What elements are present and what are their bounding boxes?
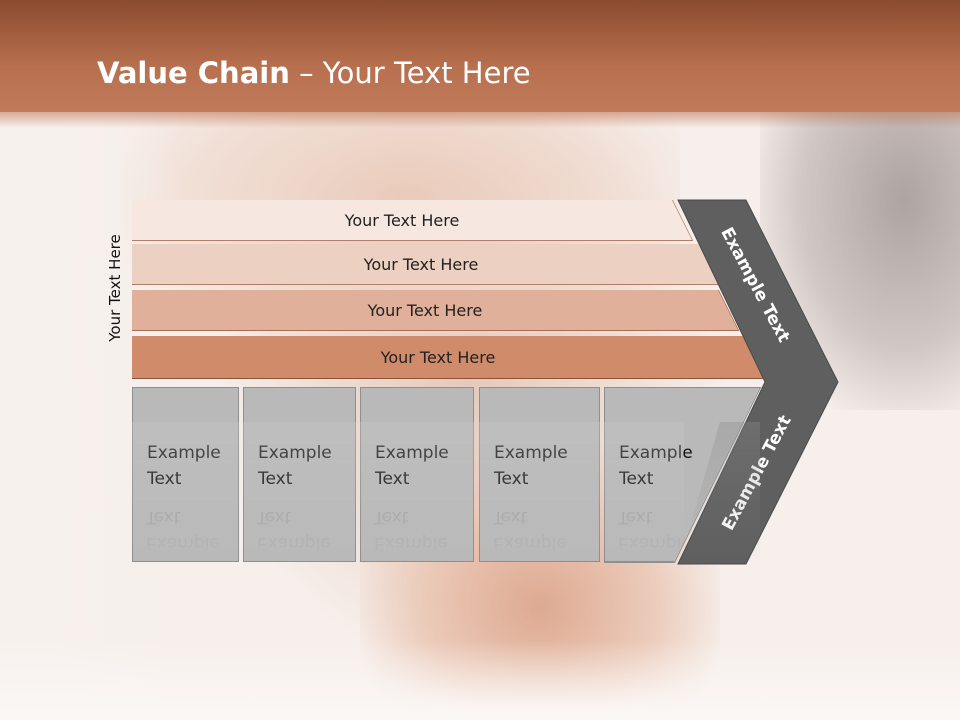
title-bold: Value Chain (97, 56, 290, 90)
reflect-chevron (680, 422, 760, 562)
title-rest: – Your Text Here (289, 56, 531, 90)
box-2-line1: Example (258, 440, 355, 466)
box-1-line2: Text (147, 466, 238, 492)
primary-activity-bar-1[interactable]: Your Text Here (132, 200, 692, 240)
box-5-line1: Example (619, 440, 759, 466)
box-4-line2: Text (494, 466, 599, 492)
reflect-2-line2: Text (257, 507, 292, 527)
box-3-line2: Text (375, 466, 473, 492)
bar-1-label: Your Text Here (344, 210, 460, 230)
support-box-1[interactable]: Example Text (132, 387, 239, 562)
header-fade (0, 112, 960, 128)
box-1-line1: Example (147, 440, 238, 466)
box-2-line2: Text (258, 466, 355, 492)
primary-activity-bar-2[interactable]: Your Text Here (132, 244, 730, 284)
support-box-2[interactable]: Example Text (243, 387, 356, 562)
reflect-4-line2: Text (493, 507, 528, 527)
reflect-1-line1: Example (146, 533, 220, 553)
support-box-4[interactable]: Example Text (479, 387, 600, 562)
reflect-3-line1: Example (374, 533, 448, 553)
box-5-line2: Text (619, 466, 759, 492)
primary-activity-bar-3[interactable]: Your Text Here (132, 290, 738, 330)
bar-2-label: Your Text Here (363, 254, 479, 274)
reflect-2-line1: Example (257, 533, 331, 553)
box-3-line1: Example (375, 440, 473, 466)
primary-activity-bar-4[interactable]: Your Text Here (132, 336, 764, 378)
reflect-5-line2: Text (618, 507, 653, 527)
reflect-3-line2: Text (374, 507, 409, 527)
reflect-5-line1: Example (618, 533, 692, 553)
reflect-1-line2: Text (146, 507, 181, 527)
slide-title[interactable]: Value Chain – Your Text Here (97, 56, 531, 90)
reflect-4-line1: Example (493, 533, 567, 553)
support-box-3[interactable]: Example Text (360, 387, 474, 562)
bar-4-label: Your Text Here (380, 347, 496, 367)
header-band (0, 0, 960, 112)
box-4-line1: Example (494, 440, 599, 466)
bar-3-label: Your Text Here (367, 300, 483, 320)
